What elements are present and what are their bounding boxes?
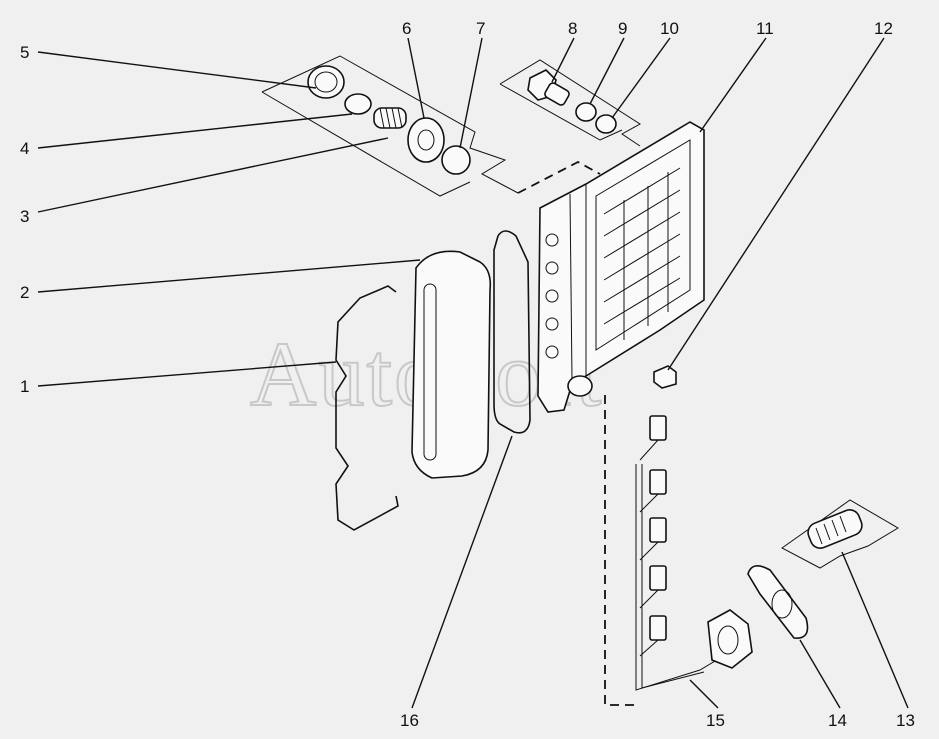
leader-6	[407, 37, 425, 119]
part-11-valve-body	[537, 121, 705, 413]
callout-2: 2	[20, 283, 29, 302]
leader-3	[37, 137, 389, 213]
leader-14	[799, 639, 841, 709]
group-bracket-3-7	[261, 55, 519, 197]
callout-16: 16	[400, 711, 419, 730]
dashed-link-upper	[517, 160, 601, 194]
part-15-harness	[635, 415, 753, 691]
callout-8: 8	[568, 19, 577, 38]
part-13-threaded-plug	[807, 509, 863, 549]
part-7-ball	[441, 145, 471, 175]
part-10-ring	[595, 114, 617, 134]
part-6-washer	[407, 117, 445, 163]
leader-4	[37, 113, 353, 149]
leader-11	[699, 37, 767, 133]
callout-3: 3	[20, 207, 29, 226]
part-8-bolt	[527, 69, 570, 106]
part-16-gasket	[493, 230, 531, 434]
part-5-plug	[307, 65, 345, 99]
part-4-ring	[344, 93, 372, 115]
callout-5: 5	[20, 43, 29, 62]
leader-12	[667, 37, 885, 371]
leader-16	[411, 435, 513, 709]
dashed-link-lower	[604, 395, 640, 706]
part-1-wire-clip	[335, 285, 399, 531]
part-2-strainer	[411, 250, 492, 479]
callout-7: 7	[476, 19, 485, 38]
callout-10: 10	[660, 19, 679, 38]
leader-1	[37, 361, 337, 387]
callout-11: 11	[756, 19, 774, 38]
part-3-spring	[373, 107, 407, 129]
part-12-block	[653, 365, 677, 389]
callout-12: 12	[874, 19, 893, 38]
callout-1: 1	[20, 377, 29, 396]
part-9-ring	[575, 102, 597, 122]
callout-4: 4	[20, 139, 29, 158]
leader-8	[551, 37, 575, 83]
leader-7	[459, 37, 483, 149]
group-bracket-13	[781, 499, 899, 569]
leader-2	[37, 259, 421, 293]
callout-13: 13	[896, 711, 915, 730]
callout-6: 6	[402, 19, 411, 38]
leader-9	[589, 37, 625, 105]
callout-9: 9	[618, 19, 627, 38]
leader-5	[37, 51, 317, 89]
group-bracket-8-10	[499, 59, 641, 147]
callout-15: 15	[706, 711, 725, 730]
leader-10	[611, 37, 671, 119]
leader-15	[689, 679, 719, 709]
part-14-flange-gasket	[747, 565, 809, 639]
callout-14: 14	[828, 711, 847, 730]
leader-13	[841, 551, 909, 709]
